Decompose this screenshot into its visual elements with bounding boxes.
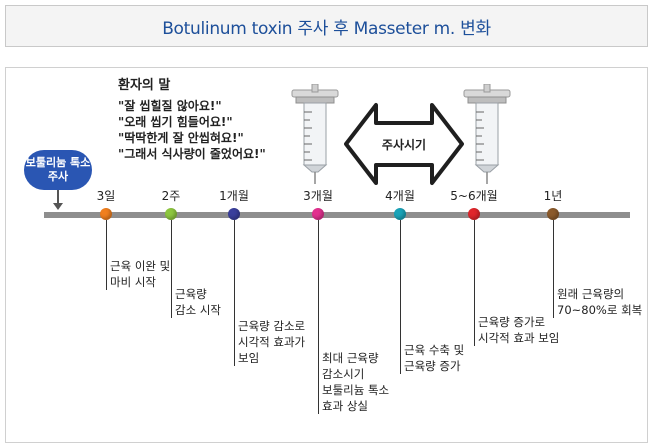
patient-quote: "딱딱한게 잘 안씹혀요!" xyxy=(118,131,244,145)
injection-pointer-head xyxy=(53,203,63,210)
timeline-note-line: 감소시기 xyxy=(322,367,365,381)
patient-quote: "그래서 식사량이 줄었어요!" xyxy=(118,147,266,161)
patient-voice-heading: 환자의 말 xyxy=(118,78,171,93)
patient-quote: "오래 씹기 힘들어요!" xyxy=(118,115,233,129)
patient-quote: "잘 씹힐질 않아요!" xyxy=(118,99,222,113)
timeline-dot xyxy=(165,208,177,220)
timeline-note-line: 마비 시작 xyxy=(110,275,156,289)
injection-pointer xyxy=(57,190,59,206)
injection-timing-label: 주사시기 xyxy=(381,137,427,152)
timeline-label: 3일 xyxy=(96,189,116,203)
timeline-label: 1개월 xyxy=(219,189,249,203)
injection-bubble-line: 주사 xyxy=(47,170,69,183)
timeline-connector xyxy=(234,220,235,366)
patient-voice: 환자의 말 "잘 씹힐질 않아요!" "오래 씹기 힘들어요!" "딱딱한게 잘… xyxy=(118,78,266,162)
page-title: Botulinum toxin 주사 후 Masseter m. 변화 xyxy=(162,18,491,39)
timeline-connector xyxy=(318,220,319,414)
timeline-note-line: 시각적 효과 보임 xyxy=(478,331,560,345)
timeline-bar xyxy=(44,212,630,218)
timeline-connector xyxy=(553,220,554,318)
timeline-dot xyxy=(547,208,559,220)
timeline-note: 원래 근육량의 70~80%로 회복 xyxy=(557,286,642,318)
timeline-note-line: 근육량 증가로 xyxy=(478,315,546,329)
timeline-dot xyxy=(468,208,480,220)
timeline-note-line: 시각적 효과가 xyxy=(238,335,306,349)
timeline-note-line: 근육 수축 및 xyxy=(404,343,465,357)
timeline-dot xyxy=(312,208,324,220)
timeline-label: 2주 xyxy=(161,189,181,203)
timeline-note-line: 근육 이완 및 xyxy=(110,259,171,273)
timeline-note-line: 근육량 감소로 xyxy=(238,319,306,333)
timeline-dot xyxy=(394,208,406,220)
timeline-note-line: 보임 xyxy=(238,351,260,365)
timeline-connector xyxy=(171,220,172,318)
timeline-connector xyxy=(400,220,401,374)
syringe-left-icon xyxy=(291,84,339,184)
injection-bubble-line: 보툴리눔 톡소 xyxy=(25,156,91,169)
timeline-note-line: 효과 상실 xyxy=(322,399,368,413)
timeline-note-line: 70~80%로 회복 xyxy=(557,303,643,317)
title-box: Botulinum toxin 주사 후 Masseter m. 변화 xyxy=(5,5,648,47)
timeline-note-line: 보툴리늄 톡소 xyxy=(322,383,390,397)
timeline-connector xyxy=(106,220,107,290)
timeline-note-line: 최대 근육량 xyxy=(322,351,379,365)
syringe-right-icon xyxy=(463,84,511,184)
timeline-label: 3개월 xyxy=(303,189,333,203)
timeline-note-line: 근육량 증가 xyxy=(404,359,461,373)
timeline-connector xyxy=(474,220,475,346)
injection-timing-arrow: 주사시기 xyxy=(344,101,464,187)
double-arrow-icon xyxy=(344,103,464,185)
timeline-note-line: 근육량 xyxy=(175,287,207,301)
timeline-dot xyxy=(100,208,112,220)
injection-bubble: 보툴리눔 톡소 주사 xyxy=(24,150,92,190)
timeline-dot xyxy=(228,208,240,220)
timeline-label: 1년 xyxy=(543,189,563,203)
timeline-label: 4개월 xyxy=(385,189,415,203)
timeline-note-line: 감소 시작 xyxy=(175,303,221,317)
timeline-label: 5~6개월 xyxy=(450,189,498,203)
timeline-note-line: 원래 근육량의 xyxy=(557,287,625,301)
